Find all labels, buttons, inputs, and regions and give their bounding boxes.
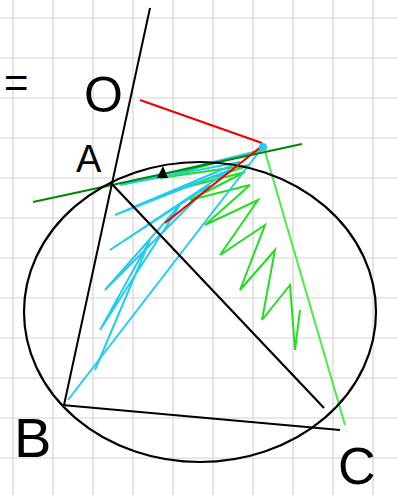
point-label: A: [76, 140, 101, 178]
point-label: =: [4, 62, 29, 104]
point-label: C: [338, 440, 376, 492]
green-hatch: [160, 150, 300, 350]
side-ac: [110, 182, 324, 408]
red-segment: [140, 100, 262, 143]
point-label: O: [84, 70, 123, 120]
tangent-line: [33, 144, 302, 202]
circumcircle: [24, 162, 376, 462]
point-mark: [259, 143, 267, 151]
line-through-a: [64, 8, 150, 405]
point-label: B: [14, 410, 51, 466]
side-bc: [62, 405, 340, 430]
cyan-line: [68, 148, 262, 400]
red-segment: [165, 146, 262, 223]
light-green-line: [264, 148, 345, 425]
arrow-mark: [157, 166, 168, 178]
